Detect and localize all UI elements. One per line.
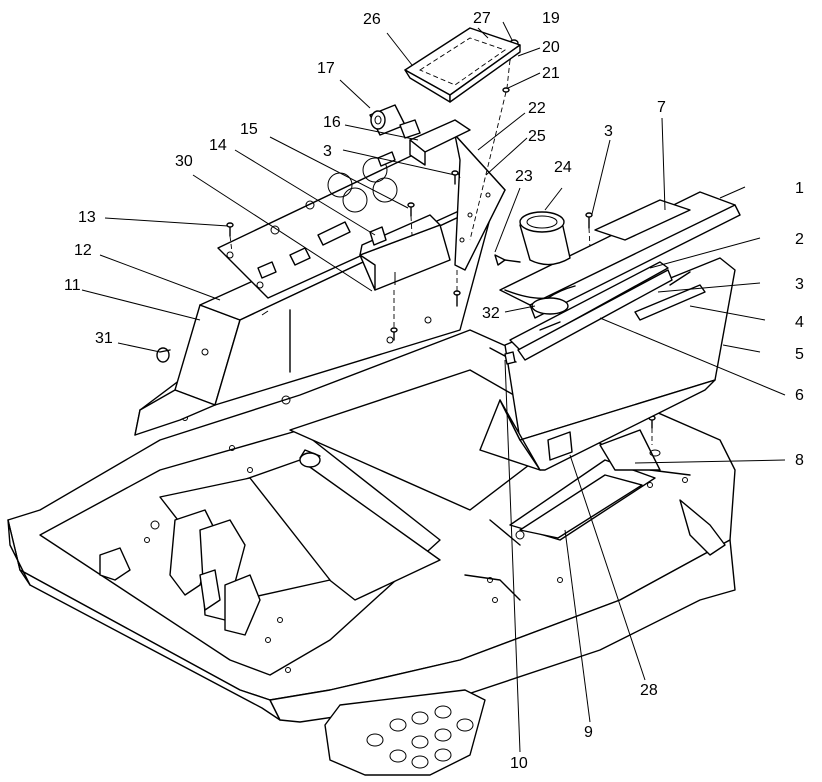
callout-31: 31 <box>95 330 113 347</box>
callout-9: 9 <box>584 724 593 741</box>
callout-28: 28 <box>640 682 658 699</box>
battery-box <box>359 214 451 291</box>
lower-brackets <box>99 509 261 636</box>
cover-plate <box>404 27 521 103</box>
callout-13: 13 <box>78 209 96 226</box>
callout-17: 17 <box>317 60 335 77</box>
cup-holder <box>494 211 576 315</box>
callout-5: 5 <box>795 346 804 363</box>
callout-15: 15 <box>240 121 258 138</box>
pin <box>489 347 517 365</box>
floor-plates <box>509 429 661 541</box>
callout-21: 21 <box>542 65 560 82</box>
leader-lines <box>81 21 786 753</box>
right-lower-bracket <box>679 499 726 556</box>
callout-23: 23 <box>515 168 533 185</box>
callout-27: 27 <box>473 10 491 27</box>
callout-labels: 1 2 3 3 3 4 5 6 7 8 9 10 11 12 13 14 15 … <box>64 10 804 772</box>
callout-32: 32 <box>482 305 500 322</box>
callout-1: 1 <box>795 180 804 197</box>
callout-11: 11 <box>64 277 81 294</box>
callout-10: 10 <box>510 755 528 772</box>
callout-3-right: 3 <box>795 276 804 293</box>
callout-26: 26 <box>363 11 381 28</box>
callout-2: 2 <box>795 231 804 248</box>
callout-7: 7 <box>657 99 666 116</box>
callout-16: 16 <box>323 114 341 131</box>
callout-6: 6 <box>795 387 804 404</box>
callout-24: 24 <box>554 159 572 176</box>
callout-22: 22 <box>528 100 546 117</box>
callout-12: 12 <box>74 242 92 259</box>
upper-parts <box>369 104 471 166</box>
callout-3-center: 3 <box>323 143 332 160</box>
callout-14: 14 <box>209 137 227 154</box>
foot-pedal <box>324 689 486 776</box>
knob <box>156 347 171 363</box>
callout-3-top: 3 <box>604 123 613 140</box>
callout-19: 19 <box>542 10 560 27</box>
right-console <box>479 191 741 471</box>
callout-30: 30 <box>175 153 193 170</box>
callout-4: 4 <box>795 314 804 331</box>
assembly-lines <box>229 59 653 445</box>
callout-20: 20 <box>542 39 560 56</box>
callout-25: 25 <box>528 128 546 145</box>
callout-8: 8 <box>795 452 804 469</box>
